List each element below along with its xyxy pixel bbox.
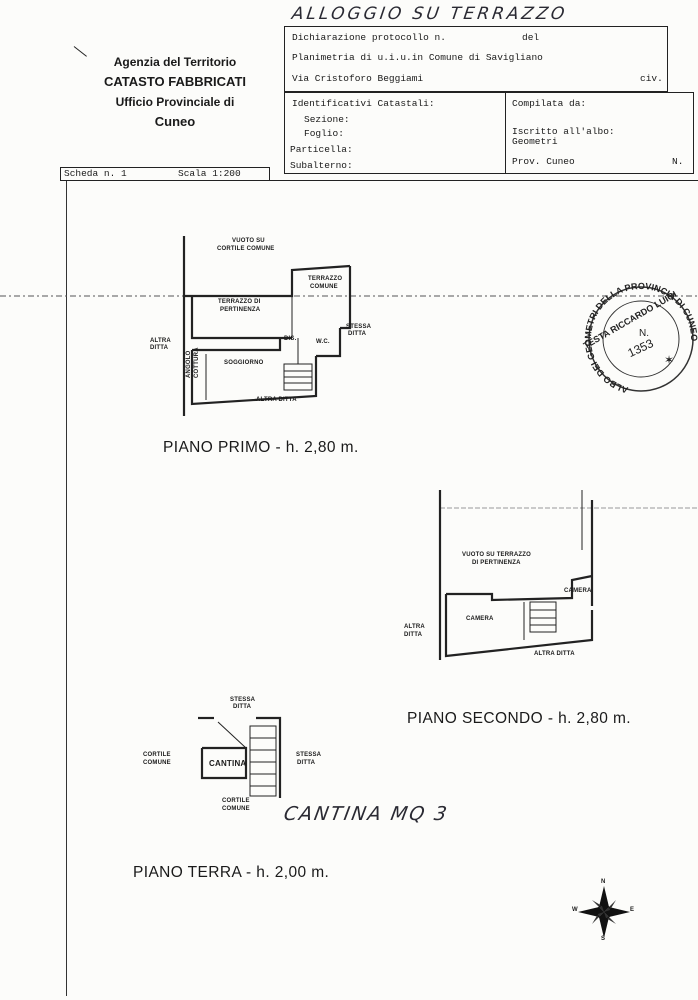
label-dis: DIS. [284, 336, 297, 342]
foglio-text: Foglio: [304, 128, 344, 139]
header-compilata-box [505, 92, 694, 174]
label-cortile-comune: CORTILE COMUNE [217, 246, 275, 252]
label-ditta-terra: DITTA [233, 704, 252, 710]
label-altra: ALTRA [150, 338, 171, 344]
iscritto-text: Iscritto all'albo: [512, 126, 615, 137]
sezione-text: Sezione: [304, 114, 350, 125]
label-soggiorno: SOGGIORNO [224, 360, 264, 366]
label-cottura: COTTURA [194, 347, 200, 378]
subalterno-text: Subalterno: [290, 160, 353, 171]
compass-w: W [572, 907, 578, 913]
title-piano-secondo: PIANO SECONDO - h. 2,80 m. [407, 710, 632, 727]
label-comune-1: COMUNE [143, 760, 171, 766]
plan-piano-terra [198, 716, 282, 798]
label-terrazzo-pert-2: PERTINENZA [220, 307, 261, 313]
agency-name: Agenzia del Territorio [113, 55, 237, 69]
scheda-text: Scheda n. 1 [64, 168, 127, 179]
label-ditta: DITTA [348, 331, 367, 337]
frame-top-line [60, 180, 698, 181]
header-top-box [284, 26, 668, 92]
label-vuoto: VUOTO SU [232, 238, 265, 244]
civ-text: civ. [640, 73, 663, 84]
label-cortile-1: CORTILE [143, 752, 171, 758]
province-name: Cuneo [154, 114, 196, 129]
scala-text: Scala 1:200 [178, 168, 241, 179]
label-camera-2: CAMERA [466, 616, 494, 622]
agency-header: Agenzia del Territorio CATASTO FABBRICAT… [80, 52, 270, 132]
label-cantina: CANTINA [209, 759, 247, 768]
n-text: N. [672, 156, 684, 167]
label-comune-2: COMUNE [222, 806, 250, 812]
dichiarazione-text: Dichiarazione protocollo n. [292, 32, 446, 43]
del-text: del [522, 32, 540, 43]
compilata-text: Compilata da: [512, 98, 587, 109]
stamp-number: 1353 [626, 336, 656, 360]
label-altra-ditta-sec: ALTRA DITTA [534, 651, 575, 657]
label-terrazzo-comune-1: TERRAZZO [308, 276, 343, 282]
reference-line-2 [440, 507, 698, 509]
label-camera-1: CAMERA [564, 588, 592, 594]
handwritten-title: ALLOGGIO SU TERRAZZO [290, 4, 569, 24]
reference-line [0, 295, 698, 297]
label-stessa-terra-2: STESSA [296, 752, 322, 758]
frame-left-line [66, 181, 67, 996]
label-ditta-2: DITTA [150, 345, 169, 351]
surveyor-stamp: ALBO DEI GEOMETRI DELLA PROVINCIA DI CUN… [582, 281, 698, 395]
label-angolo: ANGOLO [186, 350, 192, 378]
label-altra-sec: ALTRA [404, 624, 425, 630]
label-vuoto-terrazzo-2: DI PERTINENZA [472, 560, 521, 566]
label-ditta-terra-2: DITTA [297, 760, 316, 766]
label-angolo-cottura: ANGOLO [186, 350, 192, 378]
stamp-n: N. [639, 328, 649, 339]
label-altra-ditta: ALTRA DITTA [256, 397, 297, 403]
plan-piano-secondo [438, 490, 594, 660]
label-cortile-2: CORTILE [222, 798, 250, 804]
catasto-title: CATASTO FABBRICATI [103, 74, 247, 89]
via-text: Via Cristoforo Beggiami [292, 73, 424, 84]
title-piano-primo: PIANO PRIMO - h. 2,80 m. [163, 439, 359, 456]
stamp-star-icon: ✶ [664, 353, 674, 367]
label-terrazzo-pert-1: TERRAZZO DI [218, 299, 261, 305]
planimetria-text: Planimetria di u.i.u.in Comune di Savigl… [292, 52, 543, 63]
compass-n: N [601, 879, 606, 885]
label-wc: W.C. [316, 339, 330, 345]
title-piano-terra: PIANO TERRA - h. 2,00 m. [133, 864, 330, 881]
compass-e: E [630, 907, 635, 913]
label-stessa-terra: STESSA [230, 697, 256, 703]
particella-text: Particella: [290, 144, 353, 155]
prov-text: Prov. Cuneo [512, 156, 575, 167]
ufficio-label: Ufficio Provinciale di [115, 95, 235, 109]
label-terrazzo-comune-2: COMUNE [310, 284, 338, 290]
plan-piano-primo [182, 236, 352, 416]
identificativi-text: Identificativi Catastali: [292, 98, 435, 109]
label-stessa: STESSA [346, 324, 372, 330]
compass-icon [578, 886, 630, 938]
label-vuoto-terrazzo-1: VUOTO SU TERRAZZO [462, 552, 531, 558]
geometri-text: Geometri [512, 136, 558, 147]
compass-s: S [601, 936, 606, 942]
label-ditta-sec: DITTA [404, 632, 423, 638]
handwritten-note: CANTINA MQ 3 [282, 803, 451, 825]
label-cottura-wrap: COTTURA [194, 347, 200, 378]
